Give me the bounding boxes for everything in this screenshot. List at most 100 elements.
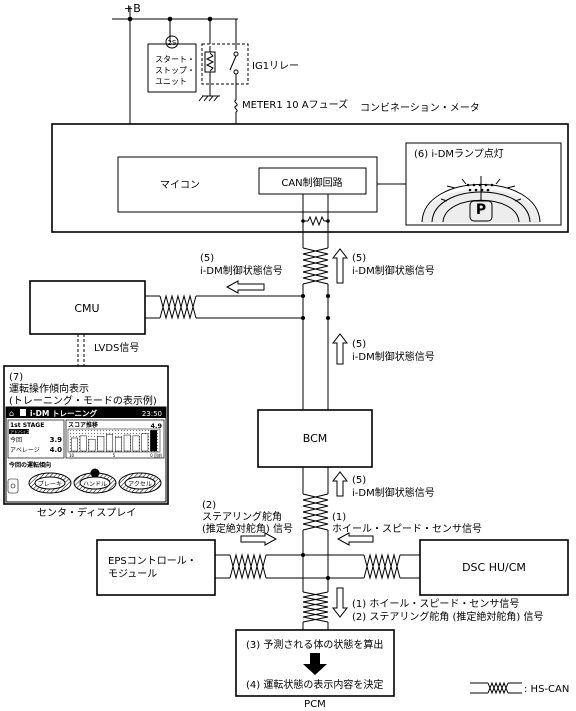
can-bus-meter-bcm: [301, 232, 330, 410]
pcm-step-4: (4) 運転状態の表示内容を決定: [246, 678, 383, 691]
score-bar: [123, 434, 131, 452]
screen-header-bar: [6, 407, 166, 418]
signal-5-right-text: i-DM制御状態信号: [352, 264, 435, 277]
score-axis-10: 10: [69, 453, 75, 458]
arrow-left-icon: [225, 280, 265, 294]
svg-text:P: P: [476, 202, 486, 218]
screen-back-button: [7, 478, 19, 494]
can-circuit-label: CAN制御回路: [281, 176, 342, 189]
ig1-relay: IG1リレー: [201, 19, 299, 100]
display-num: (7): [9, 372, 23, 383]
score-bar: [88, 438, 96, 452]
signal-2-line1: ステアリング舵角: [202, 510, 282, 523]
score-bar: [132, 435, 140, 452]
bcm-label: BCM: [303, 432, 328, 445]
arrow-right-icon: [240, 532, 278, 546]
eps-label-1: EPSコントロール・: [108, 556, 197, 567]
center-display: (7) 運転操作傾向表示 (トレーニング・モードの表示例) ⌂ i-DM トレー…: [3, 365, 169, 519]
signals-bottom: (1) ホイール・スピード・センサ信号 (2) ステアリング舵角 (推定絶対舵角…: [331, 587, 544, 623]
dsc-module: DSC HU/CM: [303, 539, 569, 596]
start-stop-symbol: 2S: [168, 39, 177, 47]
avg-value: 4.0: [50, 446, 63, 454]
signal-1-text: ホイール・スピード・センサ信号: [332, 523, 482, 535]
down-arrow-icon: [303, 653, 327, 675]
pcm-step-3: (3) 予測される体の状態を算出: [246, 638, 383, 651]
page-icon: [20, 409, 26, 416]
signal-bottom-2: (2) ステアリング舵角 (推定絶対舵角) 信号: [352, 610, 544, 623]
dsc-box: [419, 539, 569, 596]
screen-header-title: i-DM トレーニング: [30, 408, 97, 418]
start-stop-unit: 2S スタート・ ストップ・ ユニット: [147, 19, 197, 93]
signal-bottom-1: (1) ホイール・スピード・センサ信号: [352, 598, 519, 610]
score-bars: [70, 430, 158, 452]
score-bar: [106, 433, 114, 452]
gauge-illustration: P: [421, 176, 541, 223]
score-value: 4.9: [150, 422, 162, 430]
display-caption: センタ・ディスプレイ: [37, 506, 136, 519]
arrow-up-icon: [331, 471, 349, 497]
legend-label: : HS-CAN: [524, 684, 569, 695]
trend-label: 今回の運転傾向: [8, 461, 51, 469]
display-title: 運転操作傾向表示: [9, 382, 89, 395]
eps-module: EPSコントロール・ モジュール: [96, 539, 328, 596]
signal-5-mid-num: (5): [352, 339, 366, 350]
lvds-label: LVDS信号: [94, 342, 139, 354]
arrow-up-icon: [331, 248, 349, 284]
microcomputer-label: マイコン: [160, 180, 200, 191]
score-bar: [150, 430, 158, 452]
stage-label: 1st STAGE: [10, 422, 44, 429]
can-circuit-box: [258, 167, 367, 195]
cmu-label: CMU: [74, 302, 99, 315]
stage-panel: [7, 419, 65, 459]
signal-5-low-num: (5): [352, 475, 366, 486]
score-axis-0: 0 回前: [150, 452, 162, 458]
arrow-up-icon: [331, 333, 349, 365]
signal-5-low: (5) i-DM制御状態信号: [331, 471, 435, 499]
signal-2-top: (2) ステアリング舵角 (推定絶対舵角) 信号: [202, 500, 293, 546]
lamp-label: (6) i-DMランプ点灯: [414, 148, 504, 160]
pcm-caption: PCM: [304, 699, 326, 710]
score-bar: [114, 436, 122, 452]
advice-badge: [9, 429, 29, 434]
legend: : HS-CAN: [470, 681, 569, 695]
signal-2-line2: (推定絶対舵角) 信号: [202, 522, 293, 535]
screen-back-icon: [10, 483, 16, 489]
trend-handle-label: ハンドル: [83, 481, 107, 488]
screen-time: 23:50: [142, 410, 162, 418]
signal-5-low-text: i-DM制御状態信号: [352, 486, 435, 499]
idm-lamp-icon: [466, 183, 494, 192]
score-bar: [97, 436, 105, 452]
cmu-module: CMU LVDS信号: [29, 280, 303, 366]
today-value: 3.9: [50, 436, 63, 444]
fuse-icon: [234, 99, 238, 113]
ig1-relay-label: IG1リレー: [252, 61, 299, 72]
score-bar: [141, 433, 149, 452]
arrow-down-icon: [331, 587, 349, 618]
signal-5-right: (5) i-DM制御状態信号: [331, 248, 435, 284]
display-subtitle: (トレーニング・モードの表示例): [9, 394, 157, 407]
ground-symbol: [198, 84, 220, 102]
signal-5-mid: (5) i-DM制御状態信号: [331, 333, 435, 365]
power-label: +B: [124, 2, 141, 15]
meter-title: コンビネーション・メータ: [360, 102, 480, 114]
signal-5-left-num: (5): [200, 253, 214, 264]
fuse-label: METER1 10 Aフューズ: [242, 98, 348, 111]
trend-accel: アクセル: [118, 472, 162, 494]
score-axis-5: 5: [113, 453, 116, 458]
eps-label-2: モジュール: [108, 569, 157, 580]
relay-switch-icon: [229, 55, 237, 71]
signal-5-left: (5) i-DM制御状態信号: [200, 253, 283, 294]
bcm-module: BCM: [257, 409, 373, 468]
signal-5-mid-text: i-DM制御状態信号: [352, 350, 435, 363]
score-chart-title: スコア推移: [68, 421, 98, 429]
start-stop-label-3: ユニット: [155, 77, 187, 86]
arrow-left-icon: [336, 532, 374, 546]
avg-label: アベレージ: [10, 447, 40, 454]
signal-1-num: (1): [332, 512, 346, 523]
start-stop-unit-icon: [165, 35, 179, 49]
advice-label: アドバイス: [10, 430, 30, 435]
score-bar: [79, 435, 87, 452]
termination-resistor: [301, 194, 330, 232]
can-bus-pcm: [302, 591, 329, 630]
